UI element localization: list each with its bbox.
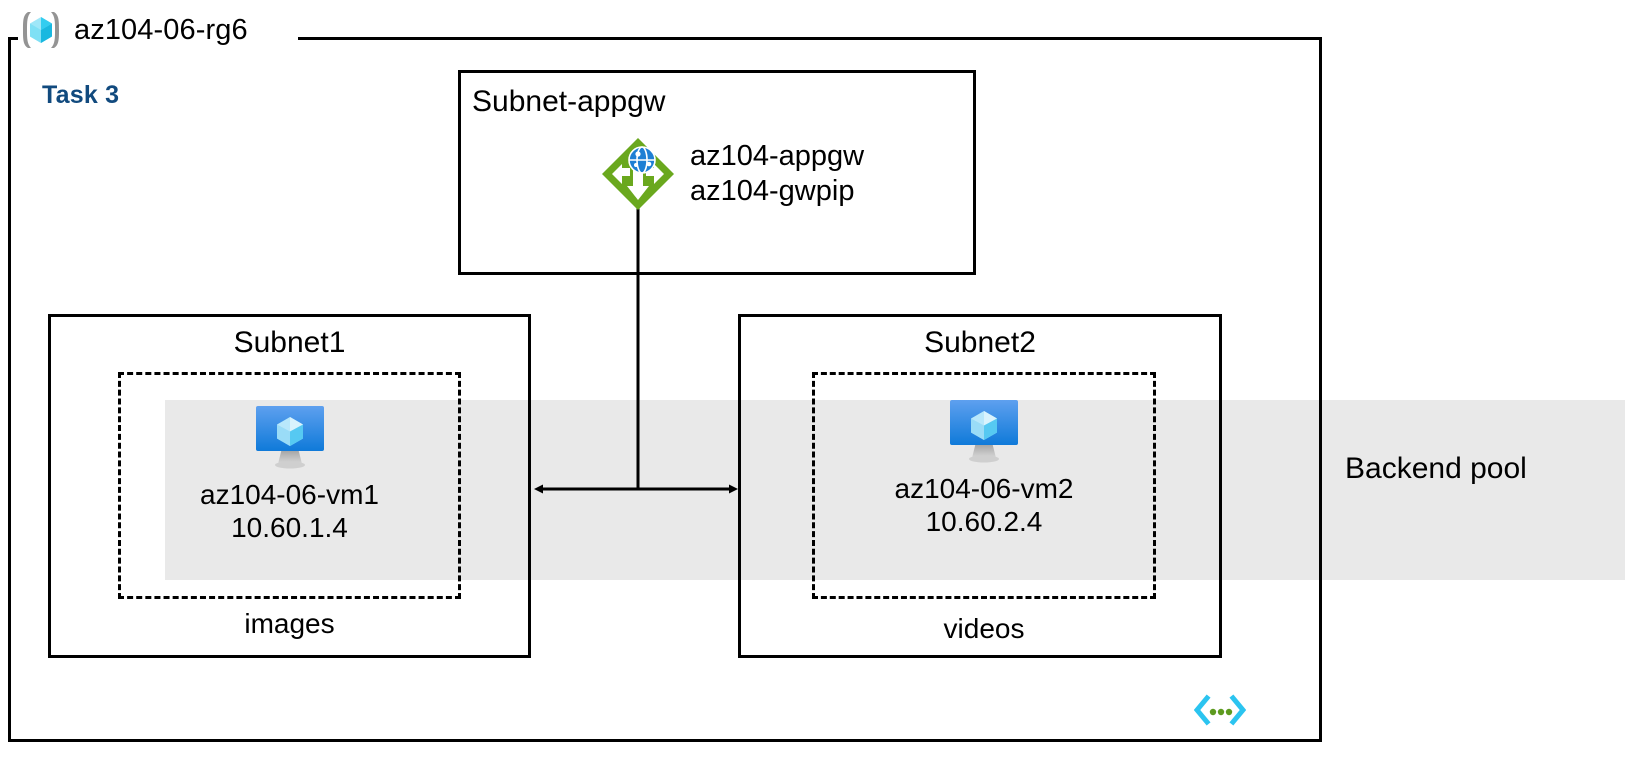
gwpip-name: az104-gwpip <box>690 175 855 207</box>
virtual-machine-icon <box>944 394 1024 466</box>
backend-pool-label: Backend pool <box>1345 452 1527 485</box>
resource-group-icon <box>18 7 64 53</box>
subnet-appgw-box <box>458 70 976 275</box>
vm1-ip: 10.60.1.4 <box>231 512 348 544</box>
appgw-name: az104-appgw <box>690 139 865 172</box>
application-gateway-icon <box>598 134 678 214</box>
vm1-node: az104-06-vm1 10.60.1.4 <box>118 400 461 544</box>
vm2-labels: az104-06-vm2 10.60.2.4 <box>895 472 1074 538</box>
subnet-appgw-title: Subnet-appgw <box>472 85 666 118</box>
application-gateway-node: az104-appgw az104-gwpip <box>598 134 864 214</box>
vm1-labels: az104-06-vm1 10.60.1.4 <box>200 478 379 544</box>
resource-group-title-mask <box>18 24 298 52</box>
subnet1-nsg-caption: images <box>244 608 335 639</box>
resource-group-container <box>8 37 1322 742</box>
vm2-ip: 10.60.2.4 <box>925 506 1043 538</box>
vm2-node: az104-06-vm2 10.60.2.4 <box>812 394 1156 538</box>
subnet2-nsg-caption: videos <box>943 613 1025 644</box>
task-label: Task 3 <box>42 81 120 109</box>
vm1-name: az104-06-vm1 <box>200 479 379 510</box>
subnet1-nsg-boundary <box>118 372 461 599</box>
vm2-name: az104-06-vm2 <box>894 473 1074 504</box>
virtual-machine-icon <box>250 400 330 472</box>
arm-template-code-icon <box>1193 694 1247 726</box>
subnet2-nsg-boundary <box>812 372 1156 599</box>
subnet2-title: Subnet2 <box>924 326 1036 359</box>
subnet1-title: Subnet1 <box>233 326 346 359</box>
application-gateway-labels: az104-appgw az104-gwpip <box>690 139 864 210</box>
resource-group-header: az104-06-rg6 <box>18 6 248 54</box>
subnet2-box <box>738 314 1222 658</box>
backend-pool-band <box>165 400 1625 580</box>
resource-group-name: az104-06-rg6 <box>74 13 248 46</box>
subnet1-box <box>48 314 531 658</box>
